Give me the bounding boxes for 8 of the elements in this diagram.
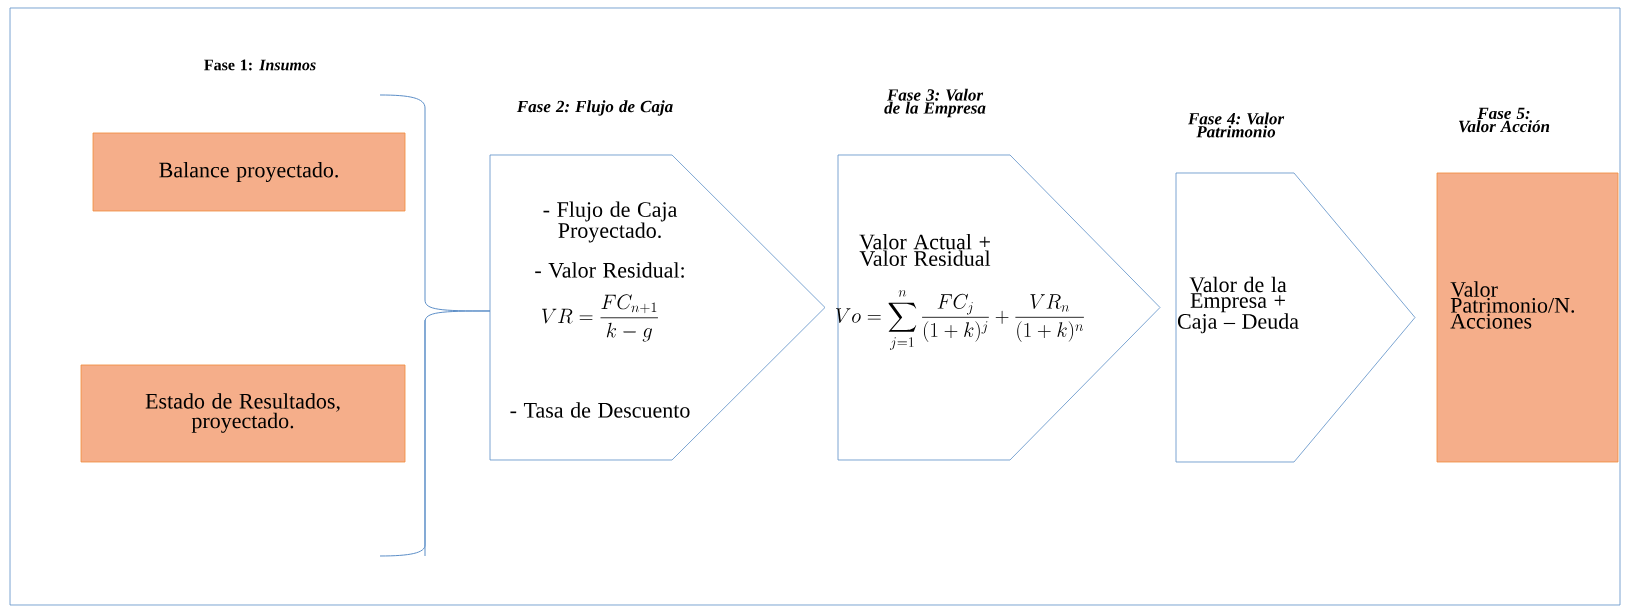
- phase-heading: Fase 1: Insumos: [204, 59, 316, 71]
- node-label: Fase 3: Valor de la Empresa: [884, 88, 986, 118]
- input-box: Balance proyectado.: [92, 132, 406, 212]
- input-box: Fase 5: Valor Acción Valor Patrimonio/N. Acciones: [1436, 107, 1619, 463]
- node-label: Fase 4: Valor Patrimonio: [1187, 112, 1285, 138]
- node-label: Fase 5: Valor Acción: [1459, 107, 1550, 133]
- node-label: Fase 2: Flujo de Caja: [516, 100, 673, 116]
- input-box: Estado de Resultados, proyectado.: [80, 364, 406, 463]
